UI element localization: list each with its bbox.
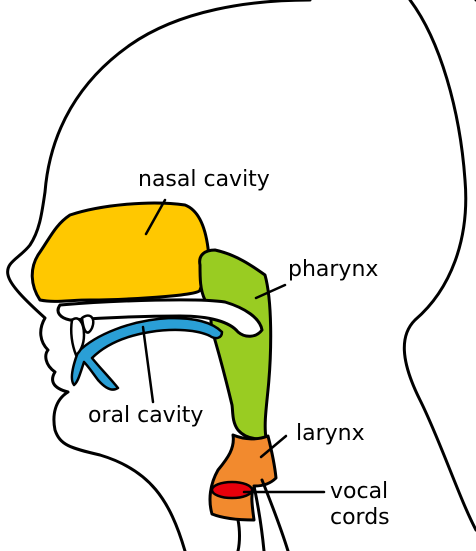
neck-back-outline xyxy=(404,0,476,530)
vocal-cords-label-line1: vocal xyxy=(330,479,388,504)
upper-teeth xyxy=(82,316,93,333)
trachea-inner xyxy=(254,486,264,551)
pharynx-region xyxy=(200,250,271,439)
nasal-cavity-label: nasal cavity xyxy=(138,167,270,192)
nasal-cavity-region xyxy=(32,203,208,301)
larynx-label: larynx xyxy=(296,421,365,446)
vocal-cords-region xyxy=(212,482,252,498)
trachea-front xyxy=(238,520,240,551)
vocal-cords-label-line2: cords xyxy=(330,505,390,530)
pharynx-label: pharynx xyxy=(288,257,378,282)
larynx-region xyxy=(210,435,276,520)
oral-cavity-leader xyxy=(143,327,153,402)
oral-cavity-label: oral cavity xyxy=(88,403,203,428)
trachea-back xyxy=(262,480,288,551)
